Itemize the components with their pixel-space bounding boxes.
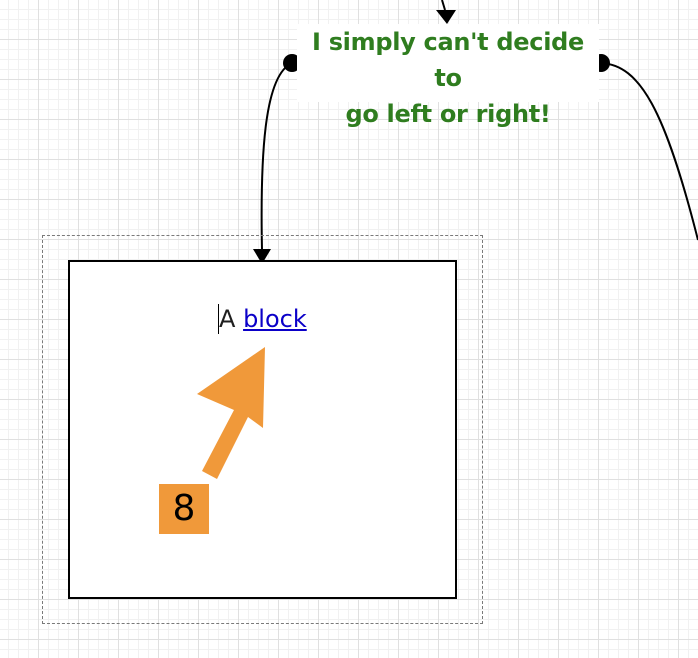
arrow-up-right-icon <box>197 347 265 479</box>
decision-node[interactable]: I simply can't decide to go left or righ… <box>297 24 599 128</box>
arrowhead-down-icon <box>436 10 456 24</box>
selection-frame[interactable] <box>42 235 483 624</box>
block-node[interactable]: A block 8 <box>68 260 457 599</box>
edge-incoming-top[interactable] <box>441 0 446 11</box>
block-text-prefix: A <box>219 305 236 333</box>
edge-right-outgoing[interactable] <box>600 62 698 241</box>
decision-node-line1: I simply can't decide to <box>312 28 584 92</box>
text-caret <box>218 304 219 334</box>
decision-node-line2: go left or right! <box>345 100 551 128</box>
edge-left-to-block[interactable] <box>260 62 293 251</box>
block-node-text[interactable]: A block <box>218 304 307 334</box>
block-link[interactable]: block <box>243 305 307 333</box>
number-badge[interactable]: 8 <box>159 484 209 534</box>
